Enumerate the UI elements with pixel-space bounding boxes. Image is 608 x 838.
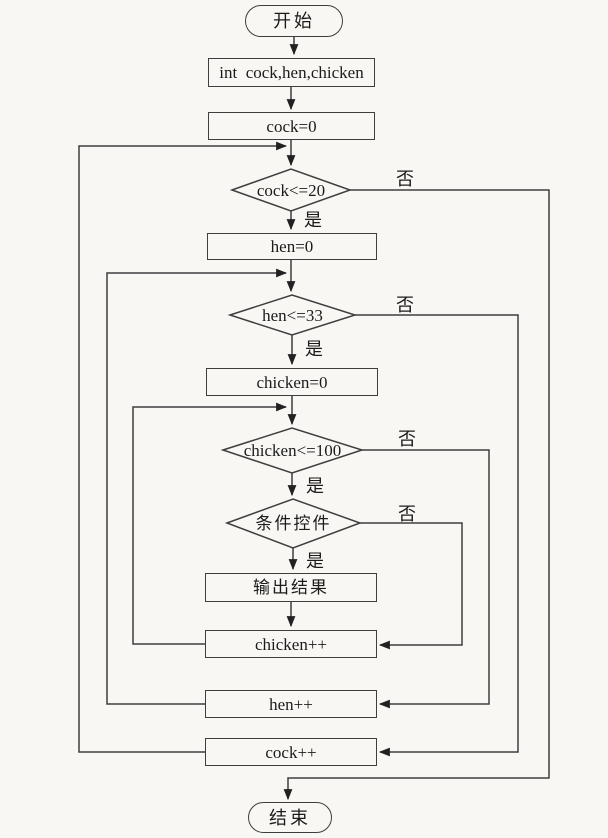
process-hen-increment: hen++ [205,690,377,718]
branch-label-no-cock: 否 [396,169,414,189]
start-terminal: 开始 [245,5,343,37]
process-cock-increment: cock++ [205,738,377,766]
decision-chicken-condition: chicken<=100 [243,441,342,460]
process-output-result: 输出结果 [205,573,377,602]
branch-label-no-hen: 否 [396,295,414,315]
process-cock-init: cock=0 [208,112,375,140]
decision-hen-condition: hen<=33 [262,305,323,325]
branch-label-yes-condition: 是 [306,551,324,571]
process-hen-init: hen=0 [207,233,377,260]
process-chicken-increment: chicken++ [205,630,377,658]
branch-label-yes-hen: 是 [305,339,323,359]
branch-label-yes-chicken: 是 [306,476,324,496]
process-chicken-init: chicken=0 [206,368,378,396]
branch-label-yes-cock: 是 [304,210,322,230]
branch-label-no-condition: 否 [398,504,416,524]
end-terminal: 结束 [248,802,332,833]
branch-label-no-chicken: 否 [398,429,416,449]
decision-condition-widget: 条件控件 [255,514,332,533]
process-declare-variables: int cock,hen,chicken [208,58,375,87]
decision-cock-condition: cock<=20 [256,180,326,200]
